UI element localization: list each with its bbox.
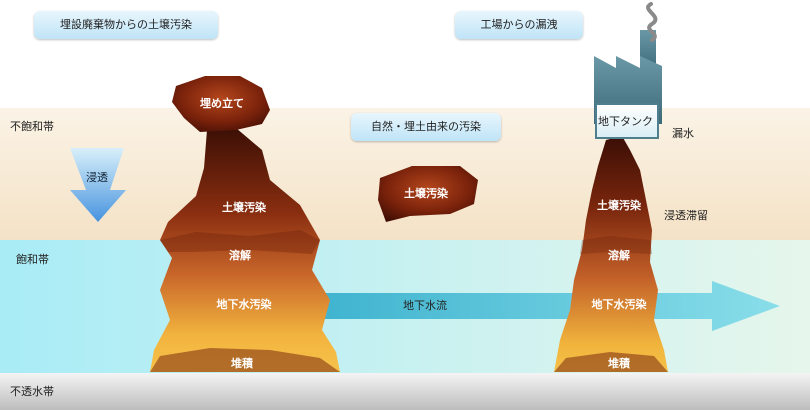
underground-tank-box — [595, 103, 659, 139]
natural-pollution-mass — [378, 166, 478, 222]
label-groundwater-pollution-right: 地下水汚染 — [591, 298, 647, 311]
zone-label-impermeable: 不透水帯 — [10, 385, 54, 398]
label-infiltration: 浸透 — [86, 171, 108, 184]
infiltration-arrow — [70, 148, 126, 222]
title-landfill-pollution: 埋設廃棄物からの土壌汚染 — [34, 11, 218, 39]
zone-label-saturated: 飽和帯 — [16, 253, 49, 266]
landfill-dissolution-band — [160, 230, 320, 254]
landfill-pollution-plume — [150, 128, 340, 372]
label-groundwater-flow: 地下水流 — [403, 299, 447, 312]
landfill-mass — [172, 76, 270, 132]
label-infiltration-stagnation: 浸透滞留 — [664, 209, 708, 222]
label-landfill: 埋め立て — [200, 97, 244, 110]
label-natural-soil-pollution: 土壌汚染 — [404, 187, 448, 200]
label-dissolution-left: 溶解 — [229, 249, 251, 262]
title-factory-leak: 工場からの漏洩 — [455, 11, 583, 39]
label-soil-pollution-right: 土壌汚染 — [597, 199, 641, 212]
label-deposition-right: 堆積 — [608, 357, 630, 370]
label-leak: 漏水 — [672, 127, 694, 140]
title-natural-pollution: 自然・埋土由来の汚染 — [351, 113, 501, 141]
label-deposition-left: 堆積 — [231, 357, 253, 370]
factory-pollution-plume — [554, 136, 668, 372]
factory-dissolution-band — [580, 236, 652, 254]
label-groundwater-pollution-left: 地下水汚染 — [216, 298, 272, 311]
zone-label-unsaturated: 不飽和帯 — [10, 120, 54, 133]
landfill-pollution-plume-base — [150, 348, 340, 372]
label-dissolution-right: 溶解 — [608, 249, 630, 262]
factory-pollution-plume-base — [554, 352, 668, 372]
label-soil-pollution-left: 土壌汚染 — [222, 201, 266, 214]
impermeable-zone-band — [0, 373, 810, 410]
label-underground-tank: 地下タンク — [598, 115, 653, 128]
